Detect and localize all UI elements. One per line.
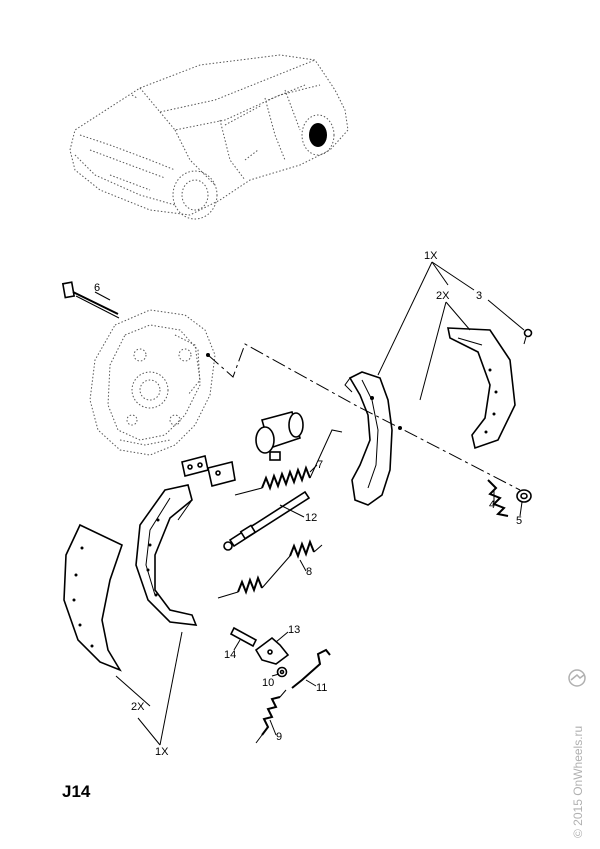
label-part-9: 9 [276,731,282,743]
opel-blitz-logo-icon [568,669,586,687]
label-part-12: 12 [305,512,317,524]
backing-plate [89,309,216,456]
spring-part-8 [217,539,323,599]
label-part-6: 6 [94,282,100,294]
label-part-3: 3 [476,290,482,302]
adjuster-clips [181,455,236,487]
label-part-14: 14 [224,649,236,661]
brake-lining-lower [63,523,123,672]
label-part-10: 10 [262,677,274,689]
axis-centerline [207,343,521,491]
label-part-5: 5 [516,515,522,527]
spring-part-7 [234,429,343,496]
brake-shoe-lower [135,484,198,626]
bolt-part-6 [61,281,120,319]
label-1x-bottom: 1X [155,746,169,758]
wheel-cylinder [255,411,304,461]
pin-part-14 [229,626,258,648]
leader-lines [94,261,525,746]
label-part-8: 8 [306,566,312,578]
label-2x-top: 2X [436,290,450,302]
brake-shoe-upper [344,371,402,506]
spring-part-4 [487,479,509,517]
label-part-4: 4 [489,499,495,511]
washer-part-10 [276,666,288,678]
label-part-13: 13 [288,624,300,636]
diagram-code: J14 [62,782,91,801]
adjuster-part-12 [223,490,311,551]
label-part-7: 7 [317,459,323,471]
rod-part-11 [291,648,331,689]
cap-part-5 [516,489,532,503]
spring-part-9 [255,689,287,744]
label-2x-bottom: 2X [131,701,145,713]
copyright-watermark: © 2015 OnWheels.ru [571,726,585,838]
label-part-11: 11 [316,682,327,694]
rivet-part-3 [523,328,533,345]
label-1x-top: 1X [424,250,438,262]
brake-lining-upper [447,327,516,450]
part-labels: 1X 2X 3 6 7 4 5 12 8 13 14 10 11 9 2X 1X [94,250,522,758]
car-illustration [69,54,349,220]
lever-part-13 [254,636,290,665]
